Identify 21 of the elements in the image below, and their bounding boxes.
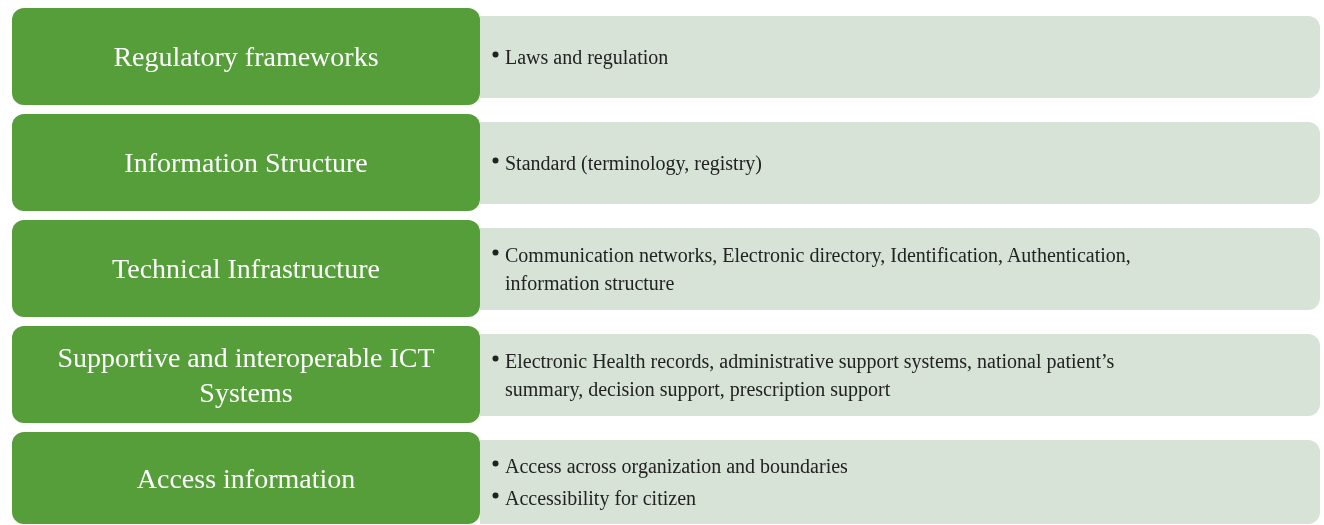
detail-panel xyxy=(480,228,1320,310)
category-box xyxy=(12,114,480,211)
bullet-text: Standard (terminology, registry) xyxy=(505,151,762,177)
bullet-text: Electronic Health records, administrative support systems, national patient’s summary, decision support, prescription support xyxy=(505,349,1116,403)
bullet-text: Access across organization and boundaries xyxy=(505,454,848,480)
category-title: Access information xyxy=(135,461,357,496)
category-box xyxy=(12,432,480,524)
detail-panel xyxy=(480,440,1320,524)
category-title: Regulatory frameworks xyxy=(112,40,380,74)
detail-panel xyxy=(480,16,1320,98)
category-box xyxy=(12,326,480,423)
category-box xyxy=(12,8,480,105)
detail-panel xyxy=(480,122,1320,204)
bullet-text: Accessibility for citizen xyxy=(505,486,697,512)
category-title: Information Structure xyxy=(123,146,369,180)
category-title: Supportive and interoperable ICT Systems xyxy=(56,340,436,410)
bullet-text: Laws and regulation xyxy=(505,45,669,71)
category-box xyxy=(12,220,480,317)
category-title: Technical Infrastructure xyxy=(111,252,381,286)
bullet-text: Communication networks, Electronic directory, Identification, Authentication, information structure xyxy=(505,243,1132,296)
detail-panel xyxy=(480,334,1320,416)
